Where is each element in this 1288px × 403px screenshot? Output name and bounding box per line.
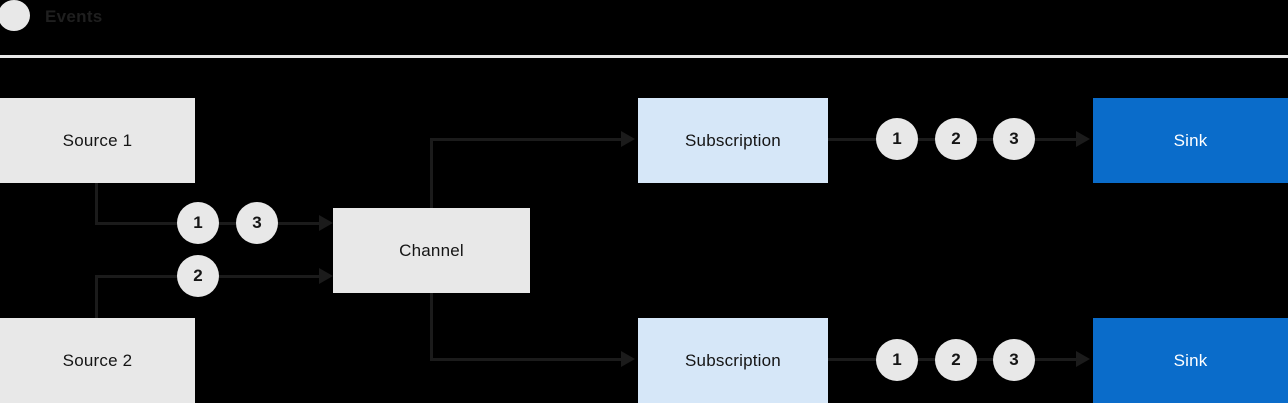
event-circle: 1 bbox=[876, 118, 918, 160]
edge-channel-to-subscription-bottom bbox=[430, 358, 622, 361]
arrowhead-source2-to-channel-icon bbox=[319, 268, 333, 284]
node-sink-top: Sink bbox=[1093, 98, 1288, 183]
event-number: 2 bbox=[193, 266, 203, 285]
arrowhead-source1-to-channel-icon bbox=[319, 215, 333, 231]
edge-channel-up bbox=[430, 140, 433, 208]
event-circle: 3 bbox=[236, 202, 278, 244]
event-number: 3 bbox=[1009, 350, 1019, 369]
event-circle: 1 bbox=[876, 339, 918, 381]
node-subscription-bottom: Subscription bbox=[638, 318, 828, 403]
node-sink-bottom-label: Sink bbox=[1173, 350, 1208, 370]
event-number: 3 bbox=[1009, 129, 1019, 148]
edge-source1-down bbox=[95, 183, 98, 224]
node-sink-bottom: Sink bbox=[1093, 318, 1288, 403]
arrowhead-subscription-top-to-sink-icon bbox=[1076, 131, 1090, 147]
node-subscription-top: Subscription bbox=[638, 98, 828, 183]
node-source-2: Source 2 bbox=[0, 318, 195, 403]
event-number: 2 bbox=[951, 129, 961, 148]
node-subscription-top-label: Subscription bbox=[685, 130, 781, 150]
event-circle: 1 bbox=[177, 202, 219, 244]
divider-line bbox=[0, 55, 1288, 58]
event-circle: 2 bbox=[177, 255, 219, 297]
event-circle: 3 bbox=[993, 118, 1035, 160]
event-circle: 3 bbox=[993, 339, 1035, 381]
event-number: 1 bbox=[892, 129, 902, 148]
event-circle: 2 bbox=[935, 118, 977, 160]
node-source-1: Source 1 bbox=[0, 98, 195, 183]
event-circle: 2 bbox=[935, 339, 977, 381]
node-channel: Channel bbox=[333, 208, 530, 293]
node-sink-top-label: Sink bbox=[1173, 130, 1208, 150]
event-number: 1 bbox=[892, 350, 902, 369]
edge-channel-down bbox=[430, 293, 433, 361]
node-source-2-label: Source 2 bbox=[62, 350, 133, 370]
event-number: 3 bbox=[252, 213, 262, 232]
node-source-1-label: Source 1 bbox=[62, 130, 133, 150]
event-number: 1 bbox=[193, 213, 203, 232]
arrowhead-channel-to-subscription-top-icon bbox=[621, 131, 635, 147]
arrowhead-channel-to-subscription-bottom-icon bbox=[621, 351, 635, 367]
event-number: 2 bbox=[951, 350, 961, 369]
node-subscription-bottom-label: Subscription bbox=[685, 350, 781, 370]
legend-event-circle-icon bbox=[0, 0, 30, 31]
node-channel-label: Channel bbox=[399, 240, 464, 260]
edge-source2-up bbox=[95, 277, 98, 318]
arrowhead-subscription-bottom-to-sink-icon bbox=[1076, 351, 1090, 367]
legend-label: Events bbox=[45, 7, 103, 26]
edge-channel-to-subscription-top bbox=[430, 138, 622, 141]
